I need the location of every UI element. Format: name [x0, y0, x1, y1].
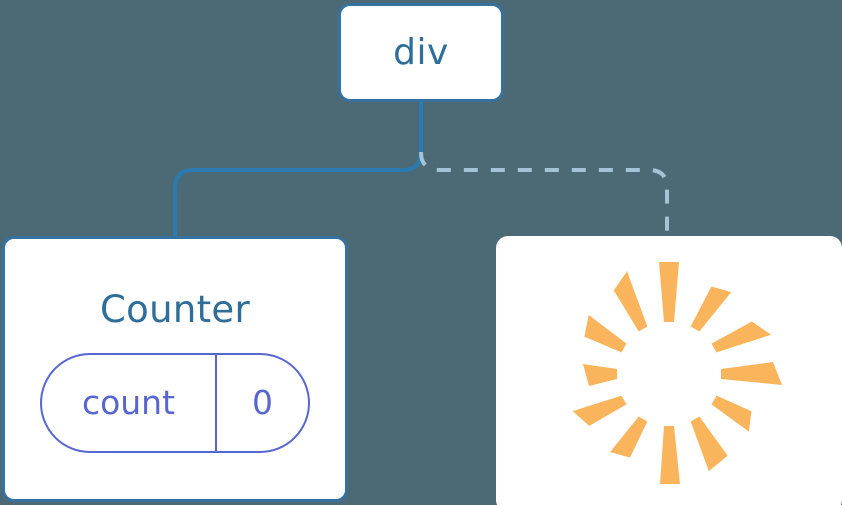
- edge-div-to-sparkle: [419, 151, 669, 238]
- node-div[interactable]: div: [338, 3, 504, 102]
- state-value: 0: [252, 382, 273, 422]
- state-key: count: [42, 355, 217, 451]
- node-counter[interactable]: Counter count 0: [2, 236, 348, 502]
- edge-div-to-counter: [173, 101, 423, 238]
- node-counter-label: Counter: [100, 288, 250, 331]
- node-sparkle[interactable]: [496, 236, 842, 505]
- node-div-label: div: [393, 31, 449, 73]
- sparkle-burst-icon: [572, 262, 782, 484]
- sparkle-wrap: [496, 236, 842, 505]
- state-pill[interactable]: count 0: [40, 353, 310, 453]
